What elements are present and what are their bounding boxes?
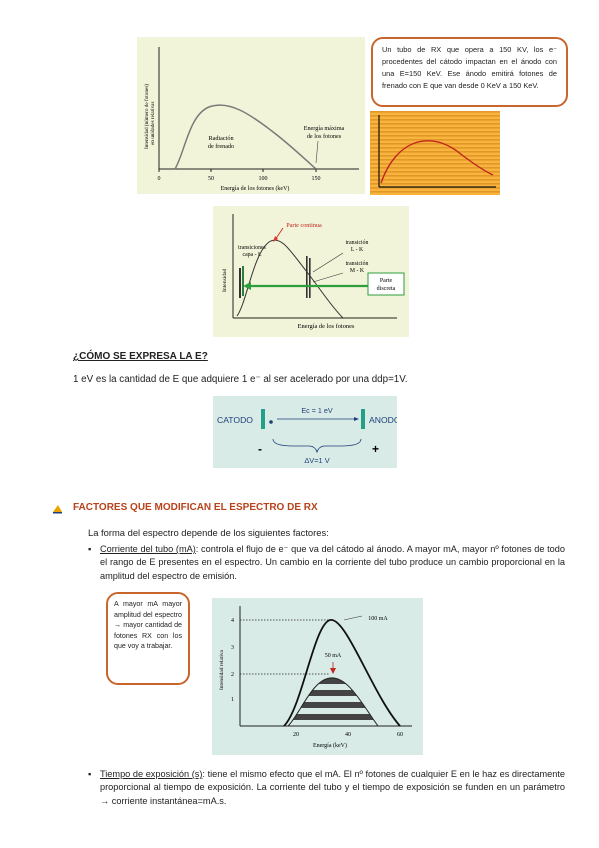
factors-intro: La forma del espectro depende de los sig… [88, 527, 329, 538]
x-tick-label: 20 [293, 732, 299, 738]
item-term: Tiempo de exposición (s) [100, 769, 203, 779]
item-term: Corriente del tubo (mA) [100, 544, 196, 554]
list-bullet: ▪ [88, 768, 92, 779]
discrete-arrowhead [243, 282, 251, 290]
max-energy-label: de los fotones [307, 133, 342, 140]
label-50ma: 50 mA [325, 653, 342, 659]
x-tick-label: 0 [158, 176, 161, 182]
y-axis-label: Intensidad (número de fotones) [143, 84, 150, 149]
callout-text: A mayor mA mayor amplitud del espectro →… [114, 600, 182, 650]
k-line [306, 256, 308, 298]
section-heading-energy: ¿CÓMO SE EXPRESA LA E? [73, 351, 208, 362]
voltage-label: ΔV=1 V [304, 456, 329, 465]
lk-transition-label: L - K [351, 247, 364, 253]
l-line [242, 266, 244, 296]
x-axis-label: Energía de los fotones (keV) [221, 185, 290, 192]
continuous-arrowhead [273, 236, 278, 242]
spectrum-curve [174, 104, 317, 170]
amplitude-callout: A mayor mA mayor amplitud del espectro →… [106, 592, 190, 685]
x-tick-label: 150 [312, 176, 321, 182]
curve-label: Radiación [208, 135, 233, 142]
l-transition-label: capa - L [243, 252, 262, 258]
curve-100ma [283, 619, 401, 727]
x-tick-label: 60 [397, 732, 403, 738]
cathode-plate [261, 409, 265, 429]
max-energy-label: Energía máxima [304, 125, 345, 132]
list-item-current: Corriente del tubo (mA): controla el flu… [100, 543, 565, 583]
y-axis-label: en unidades relativas [150, 101, 156, 145]
mk-transition-label: M - K [350, 268, 365, 274]
plus-sign: + [372, 442, 379, 456]
discrete-label: Parte [380, 278, 393, 284]
ev-definition-paragraph: 1 eV es la cantidad de E que adquiere 1 … [73, 374, 408, 385]
curve-label: de frenado [208, 143, 234, 150]
callout-text: Un tubo de RX que opera a 150 KV, los e⁻… [382, 45, 557, 90]
bremsstrahlung-figure: 0 50 100 150 Energía de los fotones (keV… [137, 37, 365, 194]
hatched-50ma-area [288, 678, 378, 720]
x-axis-label: Energía de los fotones [298, 323, 355, 330]
mk-transition-label: transición [346, 261, 369, 267]
item-text: : tiene el mismo efecto que el mA. El nº… [100, 769, 565, 806]
list-item-exposure-time: Tiempo de exposición (s): tiene el mismo… [100, 768, 565, 808]
y-axis-label: Intensidad [222, 268, 228, 292]
x-axis-label: Energía (keV) [313, 742, 347, 749]
spectrum-thumbnail [370, 111, 500, 195]
cathode-anode-diagram: CATODO Ec = 1 eV ANODO - + ΔV=1 V [217, 406, 401, 465]
acceleration-arrowhead [354, 417, 359, 421]
x-tick-label: 100 [259, 176, 268, 182]
current-comparison-chart: 100 mA 50 mA 1 2 3 4 20 40 60 Energía (k… [219, 606, 412, 749]
k-line [309, 258, 311, 298]
y-axis-label: Intensidad relativa [219, 649, 225, 690]
item-text: : controla el flujo de e⁻ que va del cát… [100, 544, 565, 581]
y-tick-label: 4 [231, 618, 234, 624]
anode-label: ANODO [369, 415, 397, 425]
current-comparison-figure: 100 mA 50 mA 1 2 3 4 20 40 60 Energía (k… [212, 598, 423, 755]
list-bullet: ▪ [88, 543, 92, 554]
label-100ma: 100 mA [368, 616, 388, 622]
x-tick-label: 40 [345, 732, 351, 738]
kinetic-energy-label: Ec = 1 eV [301, 406, 333, 415]
cathode-label: CATODO [217, 415, 253, 425]
discrete-label: discreta [377, 286, 396, 292]
pointer-100ma [343, 615, 363, 621]
minus-sign: - [258, 442, 262, 456]
mk-pointer [312, 272, 344, 283]
arrow-bullet-icon [53, 505, 62, 514]
section-heading-factors: FACTORES QUE MODIFICAN EL ESPECTRO DE RX [73, 502, 318, 513]
characteristic-spectrum-figure: Parte continua transiciones capa - L tra… [213, 206, 409, 337]
y-tick-label: 3 [231, 645, 234, 651]
max-energy-pointer [315, 140, 319, 164]
anode-plate [361, 409, 365, 429]
voltage-brace [272, 438, 362, 454]
curve-50ma [287, 677, 379, 727]
tube-explanation-callout: Un tubo de RX que opera a 150 KV, los e⁻… [371, 37, 568, 107]
spectrum-thumbnail-chart [370, 111, 500, 195]
section-bullet-icon [52, 501, 63, 514]
striped-background [370, 111, 500, 195]
lk-transition-label: transición [346, 240, 369, 246]
continuous-label: Parte continua [286, 222, 322, 229]
lk-pointer [312, 252, 344, 273]
characteristic-spectrum-chart: Parte continua transiciones capa - L tra… [222, 214, 405, 330]
spectrum-curve [380, 140, 494, 184]
y-tick-label: 2 [231, 672, 234, 678]
cathode-anode-figure: CATODO Ec = 1 eV ANODO - + ΔV=1 V [213, 396, 401, 468]
x-tick-label: 50 [208, 176, 214, 182]
pointer-50ma-head [330, 668, 336, 674]
discrete-label-box [367, 272, 405, 296]
y-tick-label: 1 [231, 697, 234, 703]
l-transition-label: transiciones [238, 245, 266, 251]
electron-dot [269, 420, 273, 424]
bremsstrahlung-chart: 0 50 100 150 Energía de los fotones (keV… [143, 47, 359, 192]
l-line [239, 268, 241, 298]
